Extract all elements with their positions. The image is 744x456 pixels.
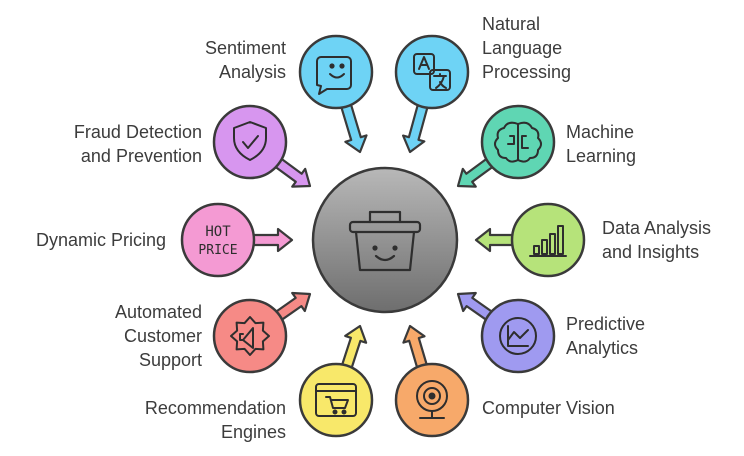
node-nlp [394, 34, 470, 110]
node-fraud-detection [212, 104, 288, 180]
webcam-icon [416, 380, 448, 419]
label-dynamic-pricing: Dynamic Pricing [35, 230, 166, 250]
megaphone-gear-icon [230, 316, 270, 356]
arrow-computer-vision [402, 324, 429, 372]
translate-icon [413, 53, 451, 91]
hot-price-icon: HOT PRICE [198, 224, 237, 258]
label-computer-vision: Computer Vision [482, 398, 615, 418]
node-machine-learning [480, 104, 556, 180]
smiley-speech-icon [316, 56, 352, 95]
shield-check-icon [233, 121, 267, 161]
node-data-analysis [510, 202, 586, 278]
center-hub [311, 166, 459, 314]
line-chart-icon [499, 317, 537, 355]
node-predictive-analytics [480, 298, 556, 374]
basket-icon [348, 210, 422, 272]
arrow-data-analysis [474, 227, 518, 253]
node-sentiment-analysis [298, 34, 374, 110]
node-computer-vision [394, 362, 470, 438]
node-dynamic-pricing: HOT PRICE [180, 202, 256, 278]
arrow-nlp [402, 100, 430, 154]
arrow-dynamic-pricing [248, 227, 294, 253]
node-recommendation-engines [298, 362, 374, 438]
arrow-sentiment-analysis [339, 100, 368, 154]
bar-chart-icon [529, 225, 567, 257]
node-customer-support [212, 298, 288, 374]
brain-circuit-icon [494, 121, 542, 163]
svg-text:HOT: HOT [205, 224, 231, 240]
cart-browser-icon [315, 383, 357, 417]
svg-text:PRICE: PRICE [198, 243, 237, 258]
arrow-recommendation-engines [340, 324, 368, 373]
